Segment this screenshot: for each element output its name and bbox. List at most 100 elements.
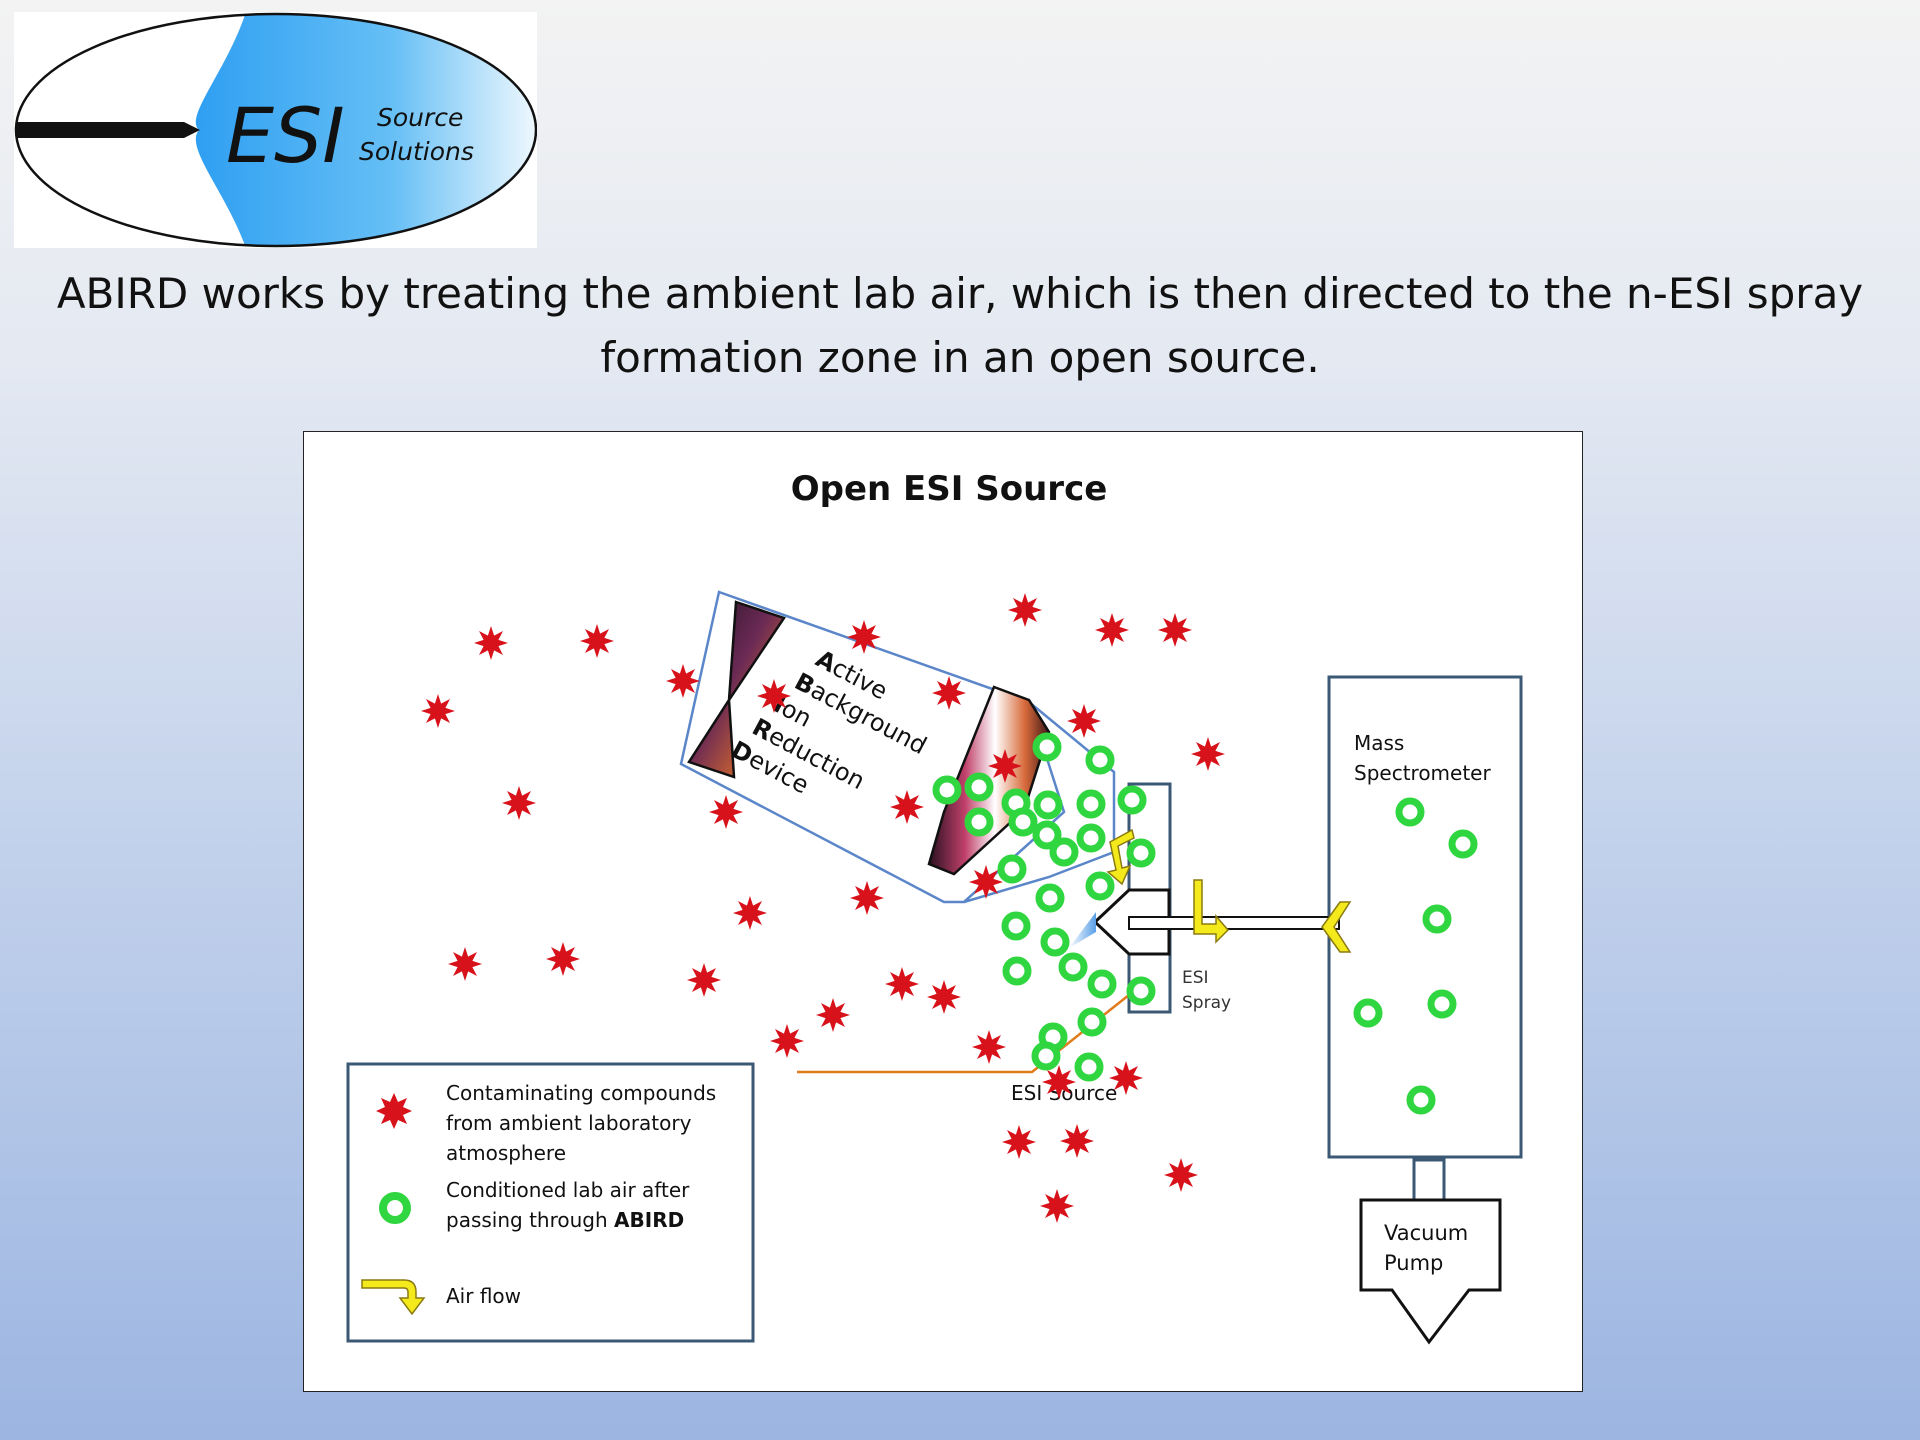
contaminant-starburst-icon: [988, 749, 1022, 783]
contaminant-starburst-icon: [421, 694, 455, 728]
conditioned-air-ring-icon: [1085, 745, 1115, 775]
legend-conditioned-line-1: Conditioned lab air after: [446, 1178, 690, 1202]
contaminant-starburst-icon: [1158, 613, 1192, 647]
conditioned-air-ring-icon: [1448, 829, 1478, 859]
contaminant-starburst-icon: [1191, 737, 1225, 771]
contaminant-starburst-icon: [687, 963, 721, 997]
contaminant-starburst-icon: [1109, 1061, 1143, 1095]
vacuum-label-line-2: Pump: [1384, 1251, 1443, 1275]
conditioned-air-ring-icon: [1353, 998, 1383, 1028]
mass-spectrometer: Mass Spectrometer: [1127, 675, 1523, 1202]
conditioned-air-ring-icon: [1049, 837, 1079, 867]
contaminant-starburst-icon: [709, 795, 743, 829]
diagram-panel: Open ESI Source Active Background Ion Re…: [303, 431, 1583, 1392]
svg-text:passing through ABIRD: passing through ABIRD: [446, 1208, 684, 1232]
contaminant-starburst-icon: [474, 626, 508, 660]
conditioned-air-ring-icon: [932, 775, 962, 805]
contaminant-starburst-icon: [1002, 1125, 1036, 1159]
conditioned-air-ring-icon: [1058, 952, 1088, 982]
conditioned-air-ring-icon: [1076, 823, 1106, 853]
conditioned-air-ring-icon: [1074, 1052, 1104, 1082]
conditioned-air-ring-icon: [1001, 911, 1031, 941]
diagram-title: Open ESI Source: [791, 469, 1108, 509]
contaminant-starburst-icon: [1164, 1158, 1198, 1192]
logo-needle-shape: [16, 122, 200, 138]
conditioned-air-ring-icon: [1085, 871, 1115, 901]
conditioned-air-ring-icon: [1077, 1007, 1107, 1037]
conditioned-air-particles: [932, 732, 1478, 1115]
contaminant-starburst-icon: [770, 1024, 804, 1058]
legend-airflow-icon: [361, 1279, 426, 1316]
contaminant-starburst-icon: [733, 896, 767, 930]
airflow-arrows: [1106, 828, 1352, 953]
conditioned-air-ring-icon: [1040, 927, 1070, 957]
contaminant-starburst-icon: [448, 947, 482, 981]
conditioned-air-ring-icon: [1033, 790, 1063, 820]
conditioned-air-ring-icon: [1031, 1041, 1061, 1071]
legend-contaminant-line-1: Contaminating compounds: [446, 1081, 716, 1105]
conditioned-air-ring-icon: [1126, 976, 1156, 1006]
logo-line-solutions: Solutions: [359, 137, 474, 166]
contaminant-starburst-icon: [546, 942, 580, 976]
contaminant-starburst-icon: [885, 967, 919, 1001]
contaminant-starburst-icon: [1040, 1189, 1074, 1223]
logo-wordmark: ESI: [226, 91, 345, 180]
legend-contaminant-line-3: atmosphere: [446, 1141, 566, 1165]
airflow-arrow-icon: [1106, 828, 1135, 886]
contaminant-starburst-icon: [847, 620, 881, 654]
contaminant-particles: [421, 593, 1225, 1223]
contaminant-starburst-icon: [1042, 1065, 1076, 1099]
esi-probe: [1069, 888, 1340, 956]
mass-spec-label-line-1: Mass: [1354, 731, 1404, 755]
conditioned-air-ring-icon: [964, 772, 994, 802]
esi-spray-label-line-1: ESI: [1182, 968, 1209, 988]
conditioned-air-ring-icon: [1032, 820, 1062, 850]
contaminant-starburst-icon: [932, 676, 966, 710]
vacuum-label-line-1: Vacuum: [1384, 1221, 1468, 1245]
conditioned-air-ring-icon: [1406, 1085, 1436, 1115]
headline-line-2: formation zone in an open source.: [600, 333, 1320, 382]
conditioned-air-ring-icon: [1395, 797, 1425, 827]
legend-conditioned-line-2: passing through: [446, 1208, 614, 1232]
contaminant-starburst-icon: [972, 1030, 1006, 1064]
headline: ABIRD works by treating the ambient lab …: [0, 262, 1920, 390]
contaminant-starburst-icon: [816, 998, 850, 1032]
legend-contaminant-icon: [376, 1093, 412, 1129]
conditioned-air-ring-icon: [1032, 732, 1062, 762]
conditioned-air-ring-icon: [1422, 904, 1452, 934]
open-esi-source-diagram: Open ESI Source Active Background Ion Re…: [346, 469, 1523, 1345]
conditioned-air-ring-icon: [1076, 789, 1106, 819]
contaminant-starburst-icon: [1060, 1124, 1094, 1158]
conditioned-air-ring-icon: [1427, 989, 1457, 1019]
esi-spray-cone: [1069, 912, 1096, 948]
contaminant-starburst-icon: [1095, 613, 1129, 647]
legend-airflow-label: Air flow: [446, 1284, 521, 1308]
contaminant-starburst-icon: [580, 624, 614, 658]
mass-spec-label-line-2: Spectrometer: [1354, 761, 1491, 785]
esi-source-solutions-logo: ESI Source Solutions: [14, 12, 537, 248]
conditioned-air-ring-icon: [1126, 838, 1156, 868]
conditioned-air-ring-icon: [1087, 969, 1117, 999]
airflow-arrow-icon: [1321, 901, 1352, 953]
legend-contaminant-line-2: from ambient laboratory: [446, 1111, 692, 1135]
contaminant-starburst-icon: [502, 786, 536, 820]
conditioned-air-ring-icon: [1035, 883, 1065, 913]
conditioned-air-ring-icon: [997, 854, 1027, 884]
contaminant-starburst-icon: [890, 790, 924, 824]
conditioned-air-ring-icon: [1008, 807, 1038, 837]
contaminant-starburst-icon: [1067, 704, 1101, 738]
legend: Contaminating compounds from ambient lab…: [346, 1062, 755, 1343]
contaminant-starburst-icon: [969, 865, 1003, 899]
contaminant-starburst-icon: [666, 664, 700, 698]
headline-line-1: ABIRD works by treating the ambient lab …: [56, 269, 1864, 318]
abird-ion-trap-shape: [687, 600, 786, 779]
contaminant-starburst-icon: [757, 679, 791, 713]
conditioned-air-ring-icon: [964, 807, 994, 837]
logo-blue-spray-shape: [195, 14, 536, 246]
esi-spray-label-line-2: Spray: [1182, 993, 1231, 1013]
legend-conditioned-abird: ABIRD: [614, 1208, 684, 1232]
logo-line-source: Source: [377, 103, 463, 132]
contaminant-starburst-icon: [850, 881, 884, 915]
contaminant-starburst-icon: [1008, 593, 1042, 627]
legend-conditioned-icon: [379, 1192, 411, 1224]
